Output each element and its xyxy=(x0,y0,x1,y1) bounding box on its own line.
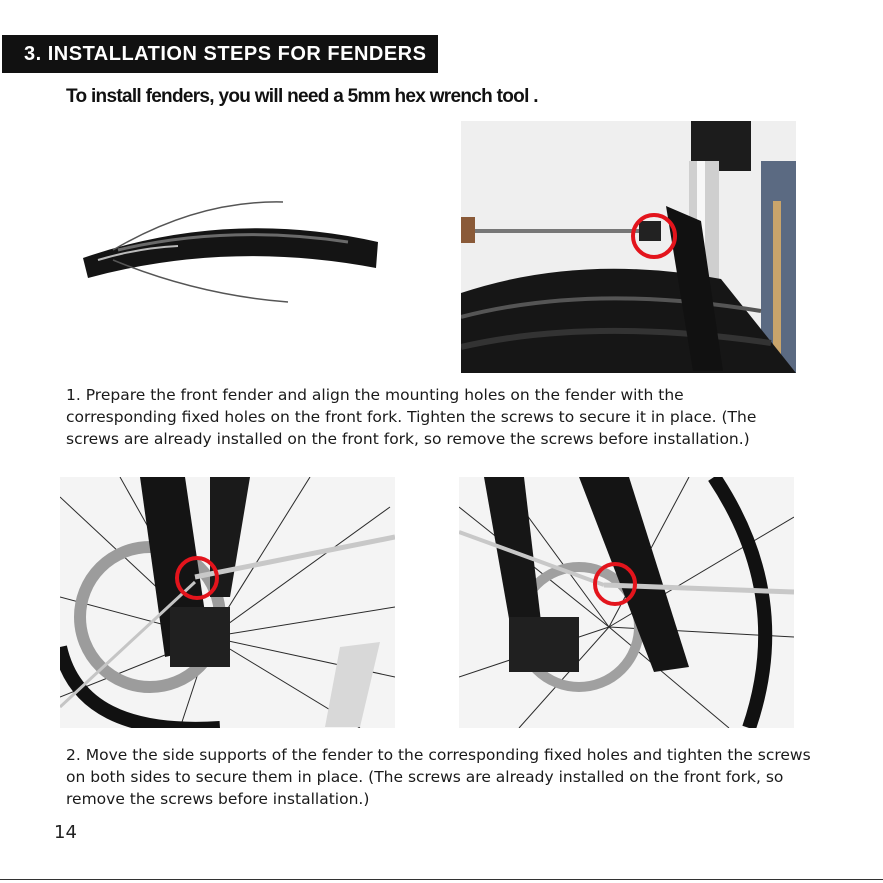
fork-crown-screw-photo xyxy=(461,121,796,373)
fender-photo xyxy=(78,190,383,310)
side-support-screw-photo-right xyxy=(459,477,794,728)
side-support-screw-photo-left xyxy=(60,477,395,728)
section-title: 3. INSTALLATION STEPS FOR FENDERS xyxy=(24,43,427,65)
step-2-text: 2. Move the side supports of the fender … xyxy=(66,746,811,808)
page-bottom-rule xyxy=(0,879,883,880)
tool-requirement-text: To install fenders, you will need a 5mm … xyxy=(66,86,539,107)
section-title-banner: 3. INSTALLATION STEPS FOR FENDERS xyxy=(2,35,438,73)
page-number: 14 xyxy=(54,822,77,843)
step-1-text: 1. Prepare the front fender and align th… xyxy=(66,386,757,448)
